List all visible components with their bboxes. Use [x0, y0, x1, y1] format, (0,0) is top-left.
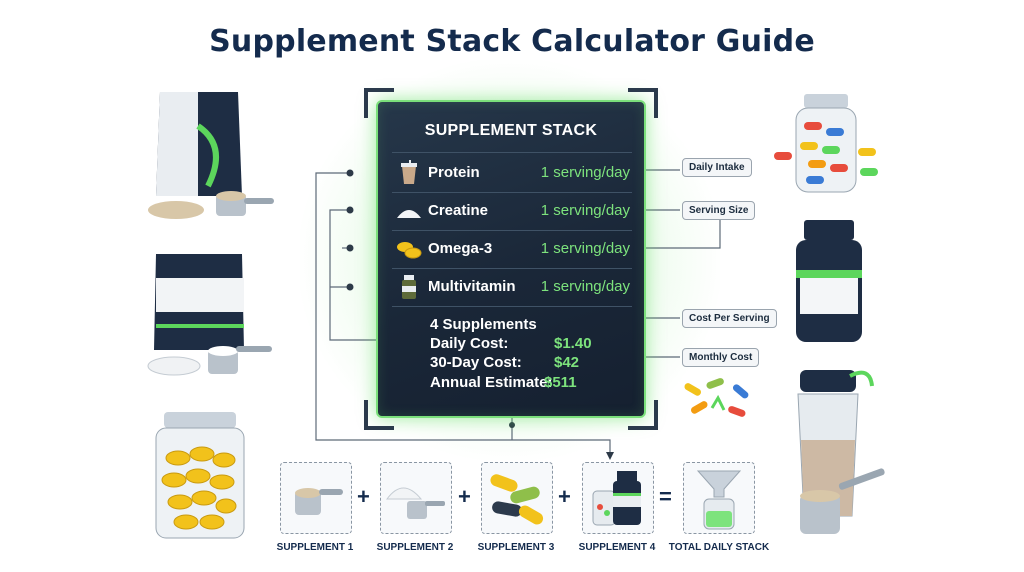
equals-sign: =	[659, 484, 672, 509]
scoop-icon	[295, 488, 343, 515]
protein-tub-illustration	[148, 92, 274, 219]
creatine-powder-icon	[397, 210, 421, 218]
monthly-cost-label: 30-Day Cost:	[430, 354, 522, 371]
total-stack-box	[683, 462, 755, 534]
annual-estimate-label: Annual Estimate:	[430, 374, 553, 391]
plus-sign: +	[458, 484, 471, 509]
supplement-name: Protein	[428, 164, 480, 181]
annual-estimate-value: $511	[544, 374, 577, 391]
panel-corner	[628, 88, 658, 118]
divider	[392, 152, 632, 153]
daily-intake-callout: Daily Intake	[682, 158, 752, 177]
page-title: Supplement Stack Calculator Guide	[209, 24, 815, 59]
pill-jar-illustration	[774, 94, 878, 193]
list-item: Omega-3 1 serving/day	[392, 232, 632, 266]
falling-pills-illustration	[684, 378, 749, 417]
divider	[392, 230, 632, 231]
vitamin-bottle-icon	[402, 275, 416, 299]
supplement-3-label: SUPPLEMENT 3	[477, 542, 555, 553]
plus-sign: +	[558, 484, 571, 509]
panel-corner	[364, 400, 394, 430]
supplement-dose: 1 serving/day	[540, 278, 630, 295]
supplement-3-box	[481, 462, 553, 534]
shaker-illustration	[797, 370, 885, 534]
capsules-icon	[490, 474, 544, 525]
supplement-2-box	[380, 462, 452, 534]
monthly-cost-callout: Monthly Cost	[682, 348, 760, 367]
supplement-name: Omega-3	[428, 240, 493, 257]
divider	[392, 192, 632, 193]
supplement-dose: 1 serving/day	[540, 240, 630, 257]
divider	[392, 268, 632, 269]
daily-cost-label: Daily Cost:	[430, 335, 509, 352]
panel-title: SUPPLEMENT STACK	[424, 122, 598, 139]
monthly-cost-value: $42	[554, 354, 580, 371]
panel-corner	[628, 400, 658, 430]
supplement-1-box	[280, 462, 352, 534]
supplement-4-box	[582, 462, 654, 534]
supplement-4-label: SUPPLEMENT 4	[578, 542, 656, 553]
omega-jar-illustration	[155, 412, 245, 539]
plus-sign: +	[357, 484, 370, 509]
supplement-1-label: SUPPLEMENT 1	[276, 542, 354, 553]
supplement-dose: 1 serving/day	[540, 164, 630, 181]
supplement-name: Creatine	[428, 202, 489, 219]
vitamin-bottle-illustration	[796, 220, 862, 342]
total-daily-stack-label: TOTAL DAILY STACK	[668, 542, 770, 553]
powder-scoop-icon	[386, 487, 445, 519]
divider	[392, 306, 632, 307]
cost-per-serving-callout: Cost Per Serving	[682, 309, 777, 328]
list-item: Protein 1 serving/day	[392, 156, 632, 190]
panel-corner	[364, 88, 394, 118]
list-item: Creatine 1 serving/day	[392, 194, 632, 228]
supplement-2-label: SUPPLEMENT 2	[376, 542, 454, 553]
funnel-icon	[696, 470, 742, 530]
multivitamin-bottles-icon	[592, 471, 641, 526]
list-item: Multivitamin 1 serving/day	[392, 270, 632, 304]
supplement-name: Multivitamin	[428, 278, 516, 295]
protein-cup-icon	[401, 160, 417, 184]
serving-size-callout: Serving Size	[682, 201, 756, 220]
omega-capsules-icon	[397, 242, 422, 259]
supplement-dose: 1 serving/day	[540, 202, 630, 219]
supplement-stack-panel: SUPPLEMENT STACK Protein 1 serving/day C…	[364, 88, 658, 430]
supplement-count: 4 Supplements	[430, 316, 537, 333]
creatine-tub-illustration	[147, 254, 272, 376]
daily-cost-value: $1.40	[554, 335, 592, 352]
